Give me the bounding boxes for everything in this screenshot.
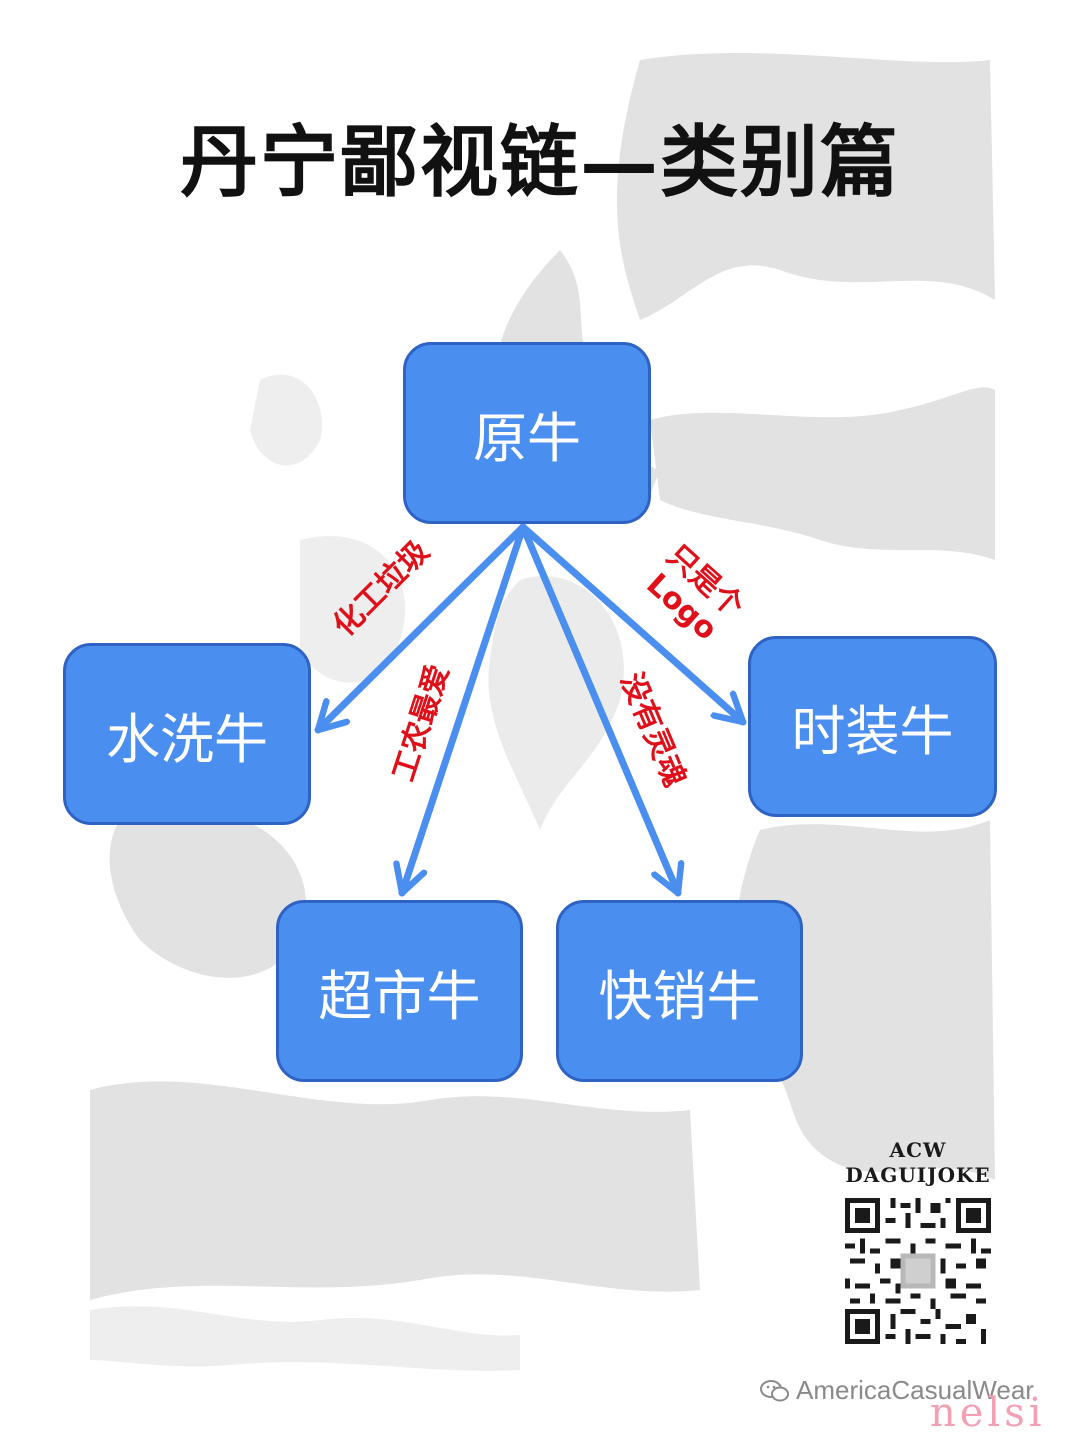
arrows xyxy=(314,523,747,897)
wechat-icon xyxy=(760,1379,789,1401)
qr-code xyxy=(845,1198,991,1344)
arrow-to-fast xyxy=(519,523,678,897)
background-ink-pattern xyxy=(90,52,995,1371)
node-fast-fashion-denim: 快销牛 xyxy=(556,900,803,1082)
watermark-text: nelsi xyxy=(930,1390,1046,1436)
node-raw-denim: 原牛 xyxy=(403,342,651,524)
footer-account-name: AmericaCasualWear xyxy=(796,1375,1034,1405)
node-fashion-denim-label: 时装牛 xyxy=(791,700,954,763)
page-title: 丹宁鄙视链—类别篇 xyxy=(179,117,900,208)
node-raw-denim-label: 原牛 xyxy=(473,406,581,470)
brand-line1: ACW xyxy=(889,1138,947,1162)
footer-attribution: AmericaCasualWear xyxy=(760,1375,1034,1406)
arrow-to-supermarket xyxy=(402,523,527,897)
node-fast-fashion-denim-label: 快销牛 xyxy=(598,964,761,1028)
arrow-to-washed xyxy=(314,523,527,734)
brand-line2: DAGUIJOKE xyxy=(845,1163,991,1187)
node-supermarket-denim-label: 超市牛 xyxy=(318,964,481,1028)
node-washed-denim: 水洗牛 xyxy=(63,643,311,825)
arrow-to-fashion xyxy=(519,523,747,726)
node-fashion-denim: 时装牛 xyxy=(748,636,997,817)
node-supermarket-denim: 超市牛 xyxy=(276,900,523,1082)
node-washed-denim-label: 水洗牛 xyxy=(106,707,268,771)
